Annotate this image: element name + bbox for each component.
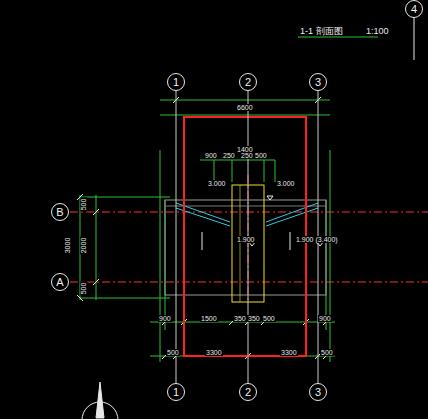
dimension-text: 350 <box>247 315 261 322</box>
axis-number: 3 <box>315 77 321 88</box>
dimension-text: 500 <box>254 152 268 159</box>
dimension-ticks <box>77 97 329 359</box>
axis-bubble: 2 <box>239 383 257 401</box>
cut-frame <box>184 117 306 356</box>
axis-number: B <box>56 207 63 218</box>
axis-bubble: 4 <box>405 0 423 18</box>
dimension-text: 6600 <box>236 104 254 111</box>
axis-bubble: 2 <box>239 73 257 91</box>
dimension-text: 500 <box>166 349 180 356</box>
dimension-text: 500 <box>81 197 88 211</box>
axis-bubble: 1 <box>167 383 185 401</box>
dimension-text: 3.000 <box>207 180 227 187</box>
dimension-text: 1500 <box>200 315 218 322</box>
axis-bubble: 3 <box>309 73 327 91</box>
axis-number: 2 <box>245 387 251 398</box>
drawing-title: 1-1 剖面图 <box>300 27 343 36</box>
dimension-text: 1.900 <box>236 236 256 243</box>
drawing-scale: 1:100 <box>365 27 390 36</box>
axis-number: 1 <box>173 77 179 88</box>
dimension-text: 3000 <box>64 236 71 254</box>
axis-line <box>414 12 415 60</box>
dimension-text: 900 <box>158 315 172 322</box>
axis-number: A <box>56 277 63 288</box>
title-underline <box>298 37 378 38</box>
dimension-text: 900 <box>204 152 218 159</box>
dimension-text: 2000 <box>80 236 87 254</box>
dimension-text: 1.900 (3.400) <box>295 236 339 243</box>
dimension-text: 3300 <box>205 349 223 356</box>
axis-number: 3 <box>315 387 321 398</box>
axis-bubble: 3 <box>309 383 327 401</box>
dimension-text: 500 <box>320 349 334 356</box>
dimension-text: 500 <box>262 315 276 322</box>
section-outline <box>165 200 326 295</box>
dimension-lines <box>80 100 335 362</box>
roof-slope <box>176 203 318 226</box>
axis-number: 1 <box>173 387 179 398</box>
dimension-text: 3300 <box>280 349 298 356</box>
axis-bubble: 1 <box>167 73 185 91</box>
axis-number: 4 <box>411 4 417 15</box>
dimension-text: 250 <box>222 152 236 159</box>
dimension-text: 350 <box>233 315 247 322</box>
axis-line <box>70 212 428 213</box>
grid-axis-line <box>176 91 177 383</box>
dimension-text: 250 <box>240 152 254 159</box>
axis-line <box>70 282 428 283</box>
axis-number: 2 <box>245 77 251 88</box>
dimension-text: 500 <box>81 281 88 295</box>
axis-bubble: A <box>51 273 69 291</box>
axis-bubble: B <box>51 203 69 221</box>
dimension-text: 3.000 <box>276 180 296 187</box>
dimension-text: 900 <box>318 315 332 322</box>
